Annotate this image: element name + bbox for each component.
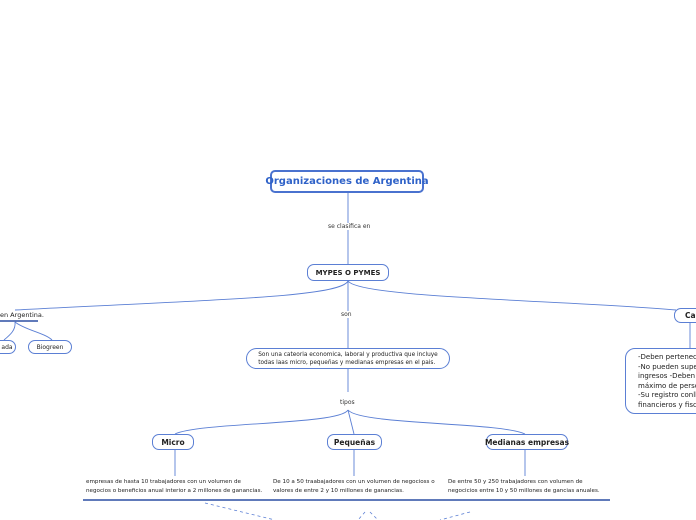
connector-types-micro	[174, 409, 349, 435]
connector-mypes-left	[14, 280, 349, 311]
right-text-line: máximo de perso	[638, 381, 696, 390]
dashed-relation-2	[357, 511, 366, 520]
dashed-relation-3	[369, 511, 379, 520]
type-label-pequenas: Pequeñas	[333, 437, 376, 447]
right-text-box[interactable]: -Deben pertenece -No pueden supe ingreso…	[625, 348, 696, 414]
root-node[interactable]: Organizaciones de Argentina	[265, 170, 429, 193]
connector-types-medianas	[347, 409, 526, 435]
mypes-node[interactable]: MYPES O PYMES	[307, 264, 389, 281]
dashed-relation-1	[204, 502, 276, 520]
type-node-pequenas[interactable]: Pequeñas	[327, 434, 382, 450]
right-text-line: -Su registro conll	[638, 391, 696, 399]
connector-left-chip2	[14, 321, 53, 341]
connector-mypes-right	[347, 280, 677, 311]
type-node-micro[interactable]: Micro	[152, 434, 194, 450]
definition-line: todas laas micro, pequeñas y medianas em…	[258, 359, 436, 366]
left-chip-2[interactable]: Biogreen	[28, 340, 72, 354]
connector-types-pequenas	[347, 409, 355, 435]
dashed-relation-4	[439, 511, 471, 520]
type-desc-micro: empresas de hasta 10 trabajadores con un…	[86, 478, 262, 496]
type-label-medianas: Medianas empresas	[484, 437, 570, 447]
type-desc-line: De entre 50 y 250 trabajadores con volum…	[448, 479, 583, 485]
connector-left-chip1	[3, 321, 16, 341]
root-title: Organizaciones de Argentina	[265, 176, 429, 187]
right-topic-title: Car	[685, 311, 696, 320]
right-text-line: -Deben pertenece	[638, 353, 696, 361]
type-desc-line: valores de entre 2 y 10 millones de gana…	[273, 488, 404, 494]
right-text-line: ingresos -Deben	[638, 372, 696, 380]
left-chip-2-label: Biogreen	[36, 343, 64, 351]
definition-node[interactable]: Son una cateoria economica, laboral y pr…	[246, 348, 450, 369]
type-desc-pequenas: De 10 a 50 traabajadores con un volumen …	[273, 478, 435, 496]
type-node-medianas[interactable]: Medianas empresas	[484, 434, 570, 450]
type-desc-line: negocicios entre 10 y 50 millones de gan…	[448, 488, 600, 494]
left-chip-1[interactable]: ada	[0, 340, 16, 354]
type-desc-line: De 10 a 50 traabajadores con un volumen …	[273, 479, 435, 485]
definition-line: Son una cateoria economica, laboral y pr…	[258, 351, 438, 358]
type-label-micro: Micro	[161, 437, 185, 447]
right-text-line: financieros y fisca	[638, 400, 696, 409]
right-topic-node[interactable]: Car	[674, 308, 696, 323]
left-topic-title: en Argentina.	[0, 311, 44, 319]
type-desc-medianas: De entre 50 y 250 trabajadores con volum…	[448, 478, 600, 496]
left-chip-1-label: ada	[1, 343, 13, 351]
type-desc-line: negocios o beneficios anual interior a 2…	[86, 488, 263, 494]
mypes-label: MYPES O PYMES	[315, 268, 381, 277]
link-label-son: son	[339, 311, 354, 318]
link-label-tipos: tipos	[338, 399, 357, 406]
link-label-clasifica: se clasifica en	[326, 223, 373, 230]
type-desc-line: empresas de hasta 10 trabajadores con un…	[86, 479, 241, 485]
right-text-line: -No pueden supe	[638, 362, 696, 371]
